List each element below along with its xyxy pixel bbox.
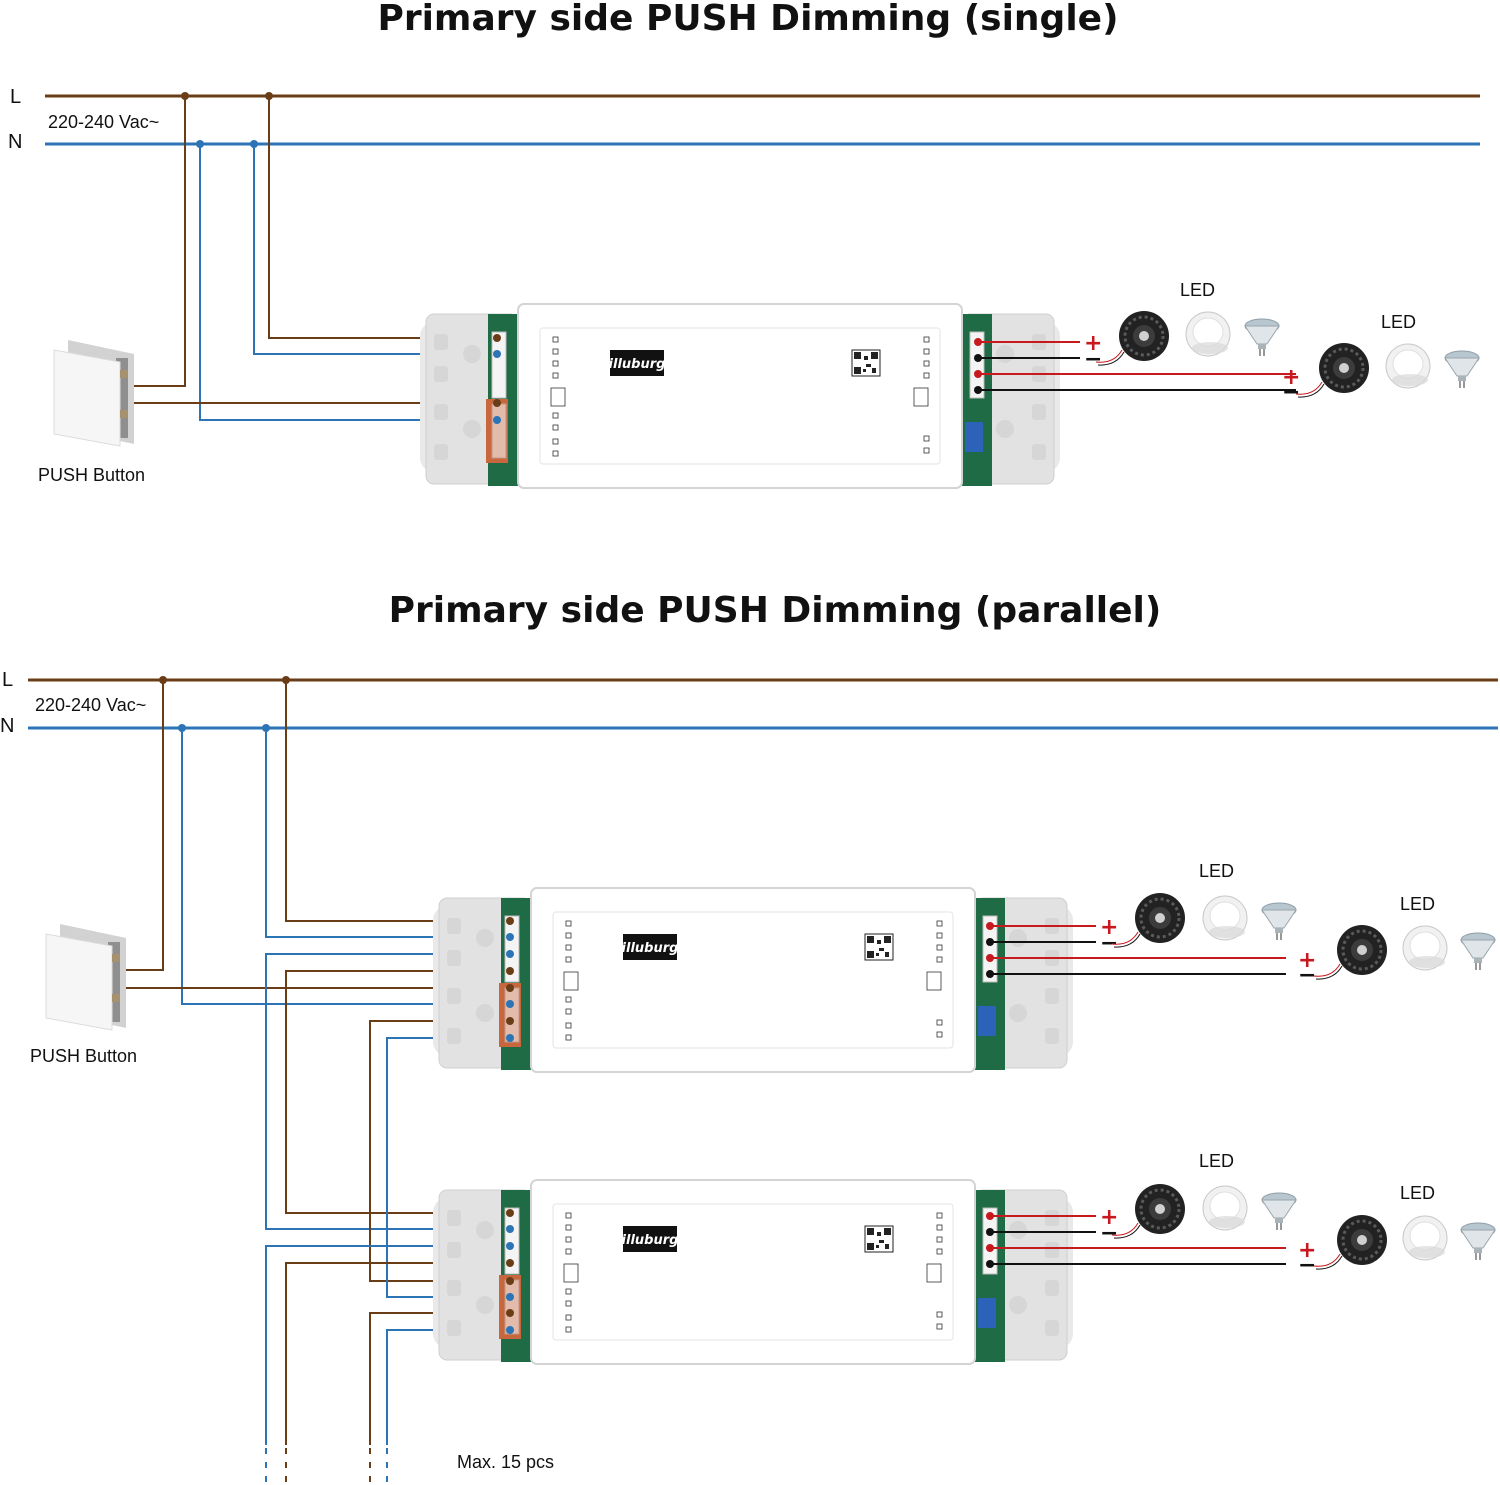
bottom-line-n-label: N: [0, 715, 14, 737]
driver1-led-label-b: LED: [1400, 894, 1435, 914]
driver2-minus-sign-1: −: [1100, 1221, 1118, 1246]
bottom-line-l-label: L: [2, 669, 13, 691]
driver2-plus-sign-2: +: [1298, 1238, 1316, 1263]
driver2-minus-sign-2: −: [1298, 1253, 1316, 1278]
top-voltage-label: 220-240 Vac~: [48, 112, 159, 132]
driver2-led-label-a: LED: [1199, 1151, 1234, 1171]
downlight-icon: [1385, 343, 1431, 389]
mr16-spot-icon: [1261, 902, 1297, 941]
driver1-minus-sign-1: −: [1100, 931, 1118, 956]
downlight-icon: [1202, 895, 1248, 941]
parallel-led-driver-2: [432, 1179, 1074, 1365]
driver2-output-dots: [986, 1212, 994, 1268]
bottom-push-button-label: PUSH Button: [30, 1046, 137, 1066]
driver2-output-wires: [990, 1215, 1286, 1265]
max-pcs-note: Max. 15 pcs: [457, 1452, 554, 1472]
led-strip-reel-icon: [1294, 341, 1371, 399]
led-strip-reel-icon: [1110, 1182, 1187, 1240]
top-title: Primary side PUSH Dimming (single): [377, 0, 1118, 39]
downlight-icon: [1402, 1215, 1448, 1261]
driver1-output-wires: [990, 925, 1286, 975]
led-strip-reel-icon: [1094, 309, 1171, 367]
driver1-output-dots: [986, 922, 994, 978]
top-line-n-label: N: [8, 131, 22, 153]
top-line-l-label: L: [10, 86, 21, 108]
continuation-dashes: [265, 1448, 388, 1482]
top-plus-sign-1: +: [1084, 331, 1102, 356]
push-button-switch-icon: [53, 339, 135, 447]
top-led-label-b: LED: [1381, 312, 1416, 332]
led-strip-reel-icon: [1110, 891, 1187, 949]
downlight-icon: [1202, 1185, 1248, 1231]
top-led-label-a: LED: [1180, 280, 1215, 300]
bottom-voltage-label: 220-240 Vac~: [35, 695, 146, 715]
top-output-wires: [978, 341, 1296, 391]
driver1-terminal-dots: [506, 917, 514, 1042]
driver1-plus-sign-2: +: [1298, 948, 1316, 973]
top-push-button-label: PUSH Button: [38, 465, 145, 485]
mr16-spot-icon: [1460, 932, 1496, 971]
led-strip-reel-icon: [1312, 1213, 1389, 1271]
parallel-led-driver-1: [432, 887, 1074, 1073]
top-minus-sign-2: −: [1282, 380, 1300, 405]
driver1-minus-sign-2: −: [1298, 963, 1316, 988]
mr16-spot-icon: [1444, 350, 1480, 389]
driver2-plus-sign-1: +: [1100, 1205, 1118, 1230]
top-output-dots: [974, 338, 982, 394]
led-strip-reel-icon: [1312, 923, 1389, 981]
top-wires: [132, 96, 497, 421]
driver1-plus-sign-1: +: [1100, 915, 1118, 940]
driver2-terminal-dots: [506, 1209, 514, 1334]
downlight-icon: [1185, 311, 1231, 357]
bottom-junction-dots: [159, 676, 290, 732]
top-terminal-dots: [493, 334, 501, 424]
downlight-icon: [1402, 925, 1448, 971]
top-minus-sign-1: −: [1084, 347, 1102, 372]
push-button-switch-icon: [45, 923, 127, 1031]
mr16-spot-icon: [1244, 318, 1280, 357]
top-plus-sign-2: +: [1282, 365, 1300, 390]
mr16-spot-icon: [1460, 1222, 1496, 1261]
driver1-led-label-a: LED: [1199, 861, 1234, 881]
driver2-led-label-b: LED: [1400, 1183, 1435, 1203]
bottom-title: Primary side PUSH Dimming (parallel): [389, 590, 1162, 631]
top-junction-dots: [181, 92, 273, 148]
top-led-driver: [419, 303, 1061, 489]
mr16-spot-icon: [1261, 1192, 1297, 1231]
